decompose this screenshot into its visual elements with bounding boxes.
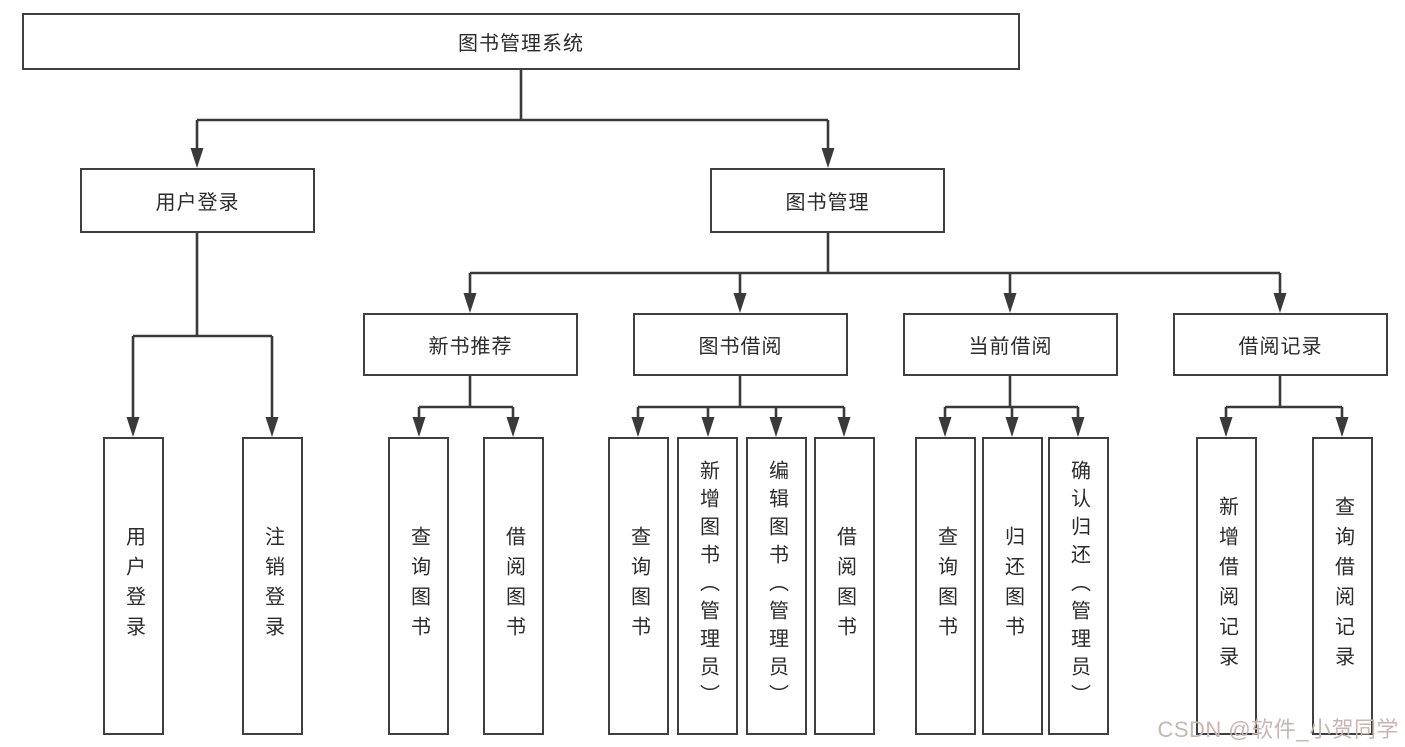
leaf-borrowing-edit-books-admin: 编辑图书（管理员）: [746, 437, 807, 735]
leaf-current-query-books: 查询图书: [915, 437, 976, 735]
node-label: 编辑图书（管理员）: [765, 460, 788, 712]
leaf-records-add-record: 新增借阅记录: [1196, 437, 1257, 735]
leaf-borrowing-query-books: 查询图书: [608, 437, 669, 735]
node-label: 当前借阅: [968, 336, 1053, 358]
node-label: 查询图书: [934, 526, 957, 646]
leaf-borrowing-add-books-admin: 新增图书（管理员）: [677, 437, 738, 735]
node-label: 用户登录: [155, 192, 240, 214]
node-book-management: 图书管理: [710, 168, 945, 233]
leaf-current-return-books: 归还图书: [982, 437, 1043, 735]
leaf-logout: 注销登录: [242, 437, 303, 735]
node-label: 新增借阅记录: [1215, 496, 1238, 676]
node-label: 借阅图书: [833, 526, 856, 646]
node-current-borrowing: 当前借阅: [903, 313, 1118, 376]
leaf-recommend-borrow-books: 借阅图书: [483, 437, 544, 735]
node-book-borrowing: 图书借阅: [633, 313, 848, 376]
leaf-user-login: 用户登录: [103, 437, 164, 735]
node-label: 借阅记录: [1238, 336, 1323, 358]
node-label: 新增图书（管理员）: [696, 460, 719, 712]
node-label: 查询图书: [627, 526, 650, 646]
leaf-records-query-record: 查询借阅记录: [1312, 437, 1373, 735]
node-user-login: 用户登录: [80, 168, 315, 233]
leaf-recommend-query-books: 查询图书: [388, 437, 449, 735]
node-label: 图书借阅: [698, 336, 783, 358]
node-borrowing-records: 借阅记录: [1173, 313, 1388, 376]
node-new-book-recommend: 新书推荐: [363, 313, 578, 376]
watermark: CSDN @软件_小贺同学: [1157, 717, 1399, 742]
node-label: 图书管理系统: [458, 33, 584, 55]
node-label: 查询图书: [407, 526, 430, 646]
node-label: 确认归还（管理员）: [1067, 460, 1090, 712]
node-label: 借阅图书: [502, 526, 525, 646]
node-label: 查询借阅记录: [1331, 496, 1354, 676]
leaf-current-confirm-return-admin: 确认归还（管理员）: [1048, 437, 1109, 735]
node-label: 图书管理: [785, 192, 870, 214]
node-label: 归还图书: [1001, 526, 1024, 646]
node-label: 注销登录: [261, 526, 284, 646]
node-label: 用户登录: [122, 526, 145, 646]
leaf-borrowing-borrow-books: 借阅图书: [814, 437, 875, 735]
node-label: 新书推荐: [428, 336, 513, 358]
node-library-management-system: 图书管理系统: [22, 13, 1020, 70]
